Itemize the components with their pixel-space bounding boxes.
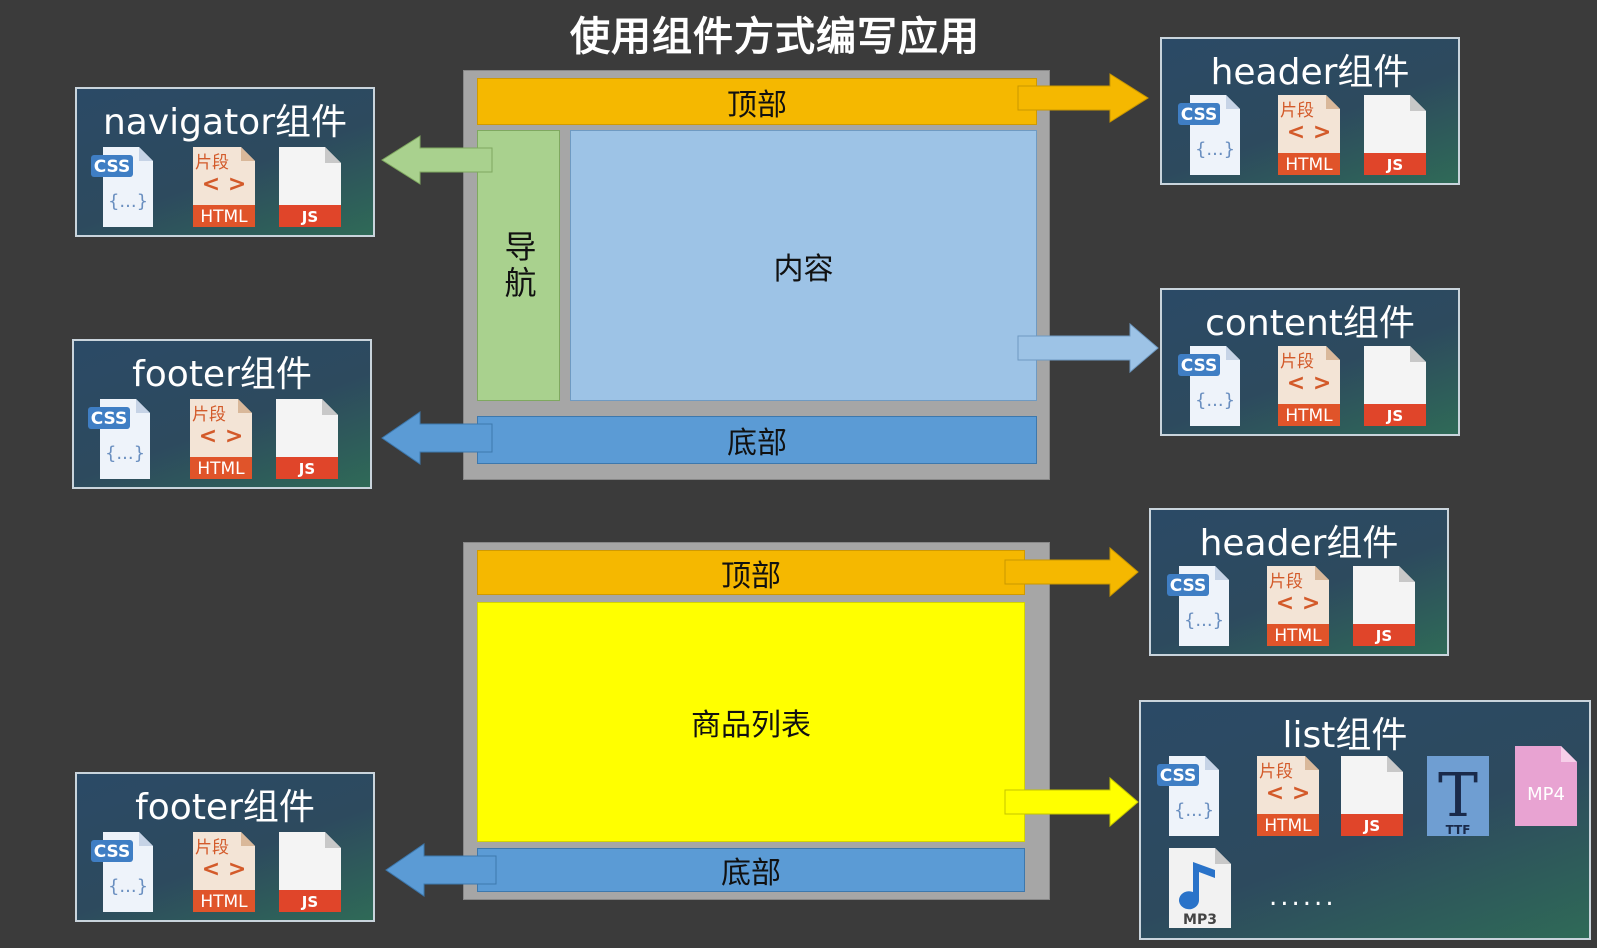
- css-file-icon: [89, 826, 159, 916]
- page-title: 使用组件方式编写应用: [570, 14, 980, 60]
- css-file-icon: [89, 141, 159, 231]
- layout1-nav-label: 导航: [499, 229, 538, 302]
- js-file-icon: [1337, 750, 1407, 840]
- more-ellipsis: ......: [1269, 882, 1337, 912]
- arrow-bottom-to-footer1: [381, 411, 493, 465]
- list-card-title: list组件: [1282, 715, 1408, 756]
- layout2-bottom-bar: 底部: [477, 848, 1025, 892]
- layout1-top-bar: 顶部: [477, 78, 1037, 125]
- arrow-top-to-header2: [1004, 546, 1139, 598]
- html-file-icon: [186, 393, 256, 483]
- footer-card-1-title: footer组件: [132, 354, 312, 395]
- layout2-top-bar: 顶部: [477, 550, 1025, 595]
- ttf-font-icon: [1423, 750, 1493, 840]
- js-file-icon: [1360, 340, 1430, 430]
- layout2-list-label: 商品列表: [691, 708, 811, 743]
- css-file-icon: [86, 393, 156, 483]
- content-card-title: content组件: [1205, 303, 1415, 344]
- js-file-icon: [275, 141, 345, 231]
- header-card-1-title: header组件: [1210, 52, 1410, 93]
- layout2-top-label: 顶部: [721, 558, 781, 594]
- html-file-icon: [1274, 89, 1344, 179]
- js-file-icon: [272, 393, 342, 483]
- css-file-icon: [1155, 750, 1225, 840]
- js-file-icon: [1349, 560, 1419, 650]
- content-card: content组件: [1160, 288, 1460, 436]
- layout1-bottom-bar: 底部: [477, 416, 1037, 464]
- html-file-icon: [1263, 560, 1333, 650]
- header-card-2-title: header组件: [1199, 523, 1399, 564]
- list-card: list组件 ......: [1139, 700, 1591, 940]
- html-file-icon: [1274, 340, 1344, 430]
- arrow-top-to-header1: [1017, 73, 1149, 123]
- mp3-file-icon: [1165, 842, 1235, 932]
- js-file-icon: [1360, 89, 1430, 179]
- layout1-bottom-label: 底部: [727, 426, 787, 461]
- mp4-file-icon: [1511, 740, 1581, 830]
- css-file-icon: [1165, 560, 1235, 650]
- footer-card-2: footer组件: [75, 772, 375, 922]
- html-file-icon: [189, 141, 259, 231]
- arrow-bottom-to-footer2: [385, 843, 497, 897]
- css-file-icon: [1176, 340, 1246, 430]
- arrow-content-to-content-card: [1017, 322, 1159, 374]
- navigator-card: navigator组件: [75, 87, 375, 237]
- layout2-bottom-label: 底部: [721, 856, 781, 891]
- css-file-icon: [1176, 89, 1246, 179]
- layout1-top-label: 顶部: [727, 87, 787, 123]
- html-file-icon: [1253, 750, 1323, 840]
- js-file-icon: [275, 826, 345, 916]
- footer-card-2-title: footer组件: [135, 787, 315, 828]
- arrow-list-to-list-card: [1004, 776, 1139, 828]
- arrow-nav-to-navigator: [381, 135, 493, 185]
- footer-card-1: footer组件: [72, 339, 372, 489]
- layout1-content-area: 内容: [570, 130, 1037, 401]
- html-file-icon: [189, 826, 259, 916]
- layout1-nav-bar: 导航: [477, 130, 560, 401]
- layout1-content-label: 内容: [773, 251, 834, 287]
- header-card-1: header组件: [1160, 37, 1460, 185]
- navigator-card-title: navigator组件: [102, 102, 348, 143]
- layout2-list-area: 商品列表: [477, 602, 1025, 842]
- header-card-2: header组件: [1149, 508, 1449, 656]
